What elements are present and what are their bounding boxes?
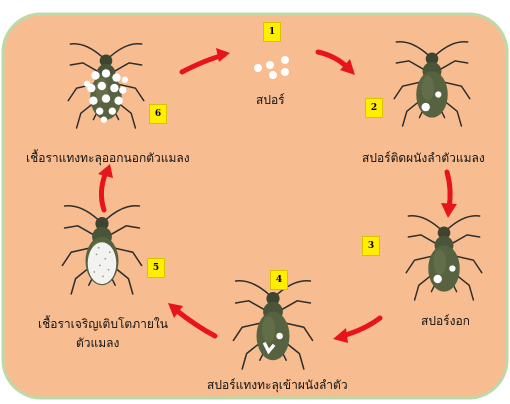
- step-1-label: สปอร์: [256, 92, 285, 109]
- step-2-badge: 2: [365, 98, 383, 118]
- step-5-label-line2: ตัวแมลง: [76, 335, 119, 352]
- step-5-badge: 5: [147, 258, 165, 278]
- step-6-label: เชื้อราแทงทะลุออกนอกตัวแมลง: [26, 150, 190, 167]
- step-1-badge: 1: [263, 22, 281, 42]
- step-2-label: สปอร์ติดผนังลำตัวแมลง: [362, 150, 485, 167]
- step-4-badge: 4: [270, 270, 288, 290]
- step-3-label: สปอร์งอก: [421, 313, 470, 330]
- step-5-label-line1: เชื้อราเจริญเติบโตภายใน: [38, 316, 168, 333]
- step-6-badge: 6: [149, 104, 167, 124]
- step-4-label: สปอร์แทงทะลุเข้าผนังลำตัว: [207, 377, 348, 394]
- step-3-badge: 3: [362, 236, 380, 256]
